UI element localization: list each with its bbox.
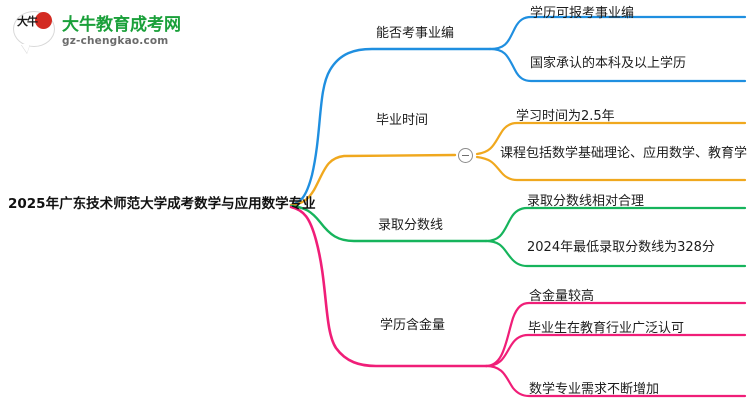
leaf-node-4-1[interactable]: 含金量较高: [529, 289, 595, 304]
branch-node-4[interactable]: 学历含金量: [380, 318, 446, 333]
leaf-node-2-2[interactable]: 课程包括数学基础理论、应用数学、教育学: [500, 146, 748, 161]
logo-text-block: 大牛教育成考网 gz-chengkao.com: [62, 15, 181, 48]
branch-node-1[interactable]: 能否考事业编: [376, 26, 455, 41]
branch-node-2[interactable]: 毕业时间: [376, 113, 429, 128]
leaf-node-4-2[interactable]: 毕业生在教育行业广泛认可: [528, 321, 685, 336]
logo-icon: 大牛: [12, 10, 56, 52]
logo-title: 大牛教育成考网: [62, 14, 181, 35]
logo-mark-text: 大牛: [17, 15, 38, 28]
logo-subtitle: gz-chengkao.com: [62, 34, 169, 47]
site-logo: 大牛 大牛教育成考网 gz-chengkao.com: [12, 8, 192, 54]
leaf-node-3-2[interactable]: 2024年最低录取分数线为328分: [527, 240, 715, 255]
logo-red-dot-icon: [35, 12, 52, 29]
leaf-node-2-1[interactable]: 学习时间为2.5年: [516, 109, 615, 124]
leaf-node-1-2[interactable]: 国家承认的本科及以上学历: [530, 56, 687, 71]
branch-node-3[interactable]: 录取分数线: [378, 218, 444, 233]
mindmap-root-node[interactable]: 2025年广东技术师范大学成考数学与应用数学专业: [8, 196, 316, 212]
collapse-toggle-icon[interactable]: [458, 148, 473, 163]
leaf-node-1-1[interactable]: 学历可报考事业编: [530, 6, 635, 21]
leaf-node-4-3[interactable]: 数学专业需求不断增加: [529, 382, 660, 397]
leaf-node-3-1[interactable]: 录取分数线相对合理: [527, 194, 645, 209]
